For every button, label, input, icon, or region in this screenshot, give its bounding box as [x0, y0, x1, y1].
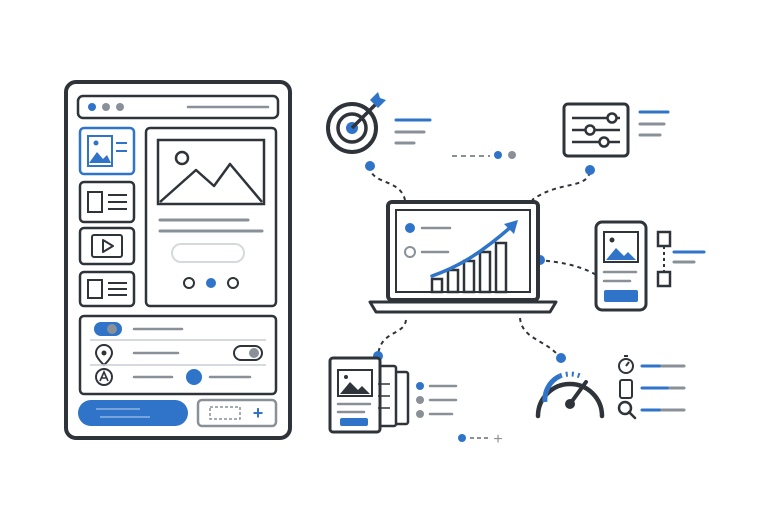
connector-content [377, 319, 407, 357]
sidebar-item-list[interactable] [78, 270, 136, 308]
legend-dot-blue [405, 223, 415, 233]
plus-icon: + [253, 403, 264, 423]
search-icon [617, 400, 637, 420]
mobile-icon [619, 379, 633, 399]
hero-image-placeholder [156, 138, 266, 206]
toggle-switch-on[interactable] [94, 322, 122, 336]
app-mockup: + [64, 80, 292, 440]
plus-icon: + [493, 431, 502, 448]
sidebar-item-image[interactable] [78, 126, 136, 176]
carousel-dot-active[interactable] [206, 278, 216, 288]
primary-button[interactable] [78, 400, 188, 426]
laptop-base [368, 300, 558, 314]
document-stack-icon [328, 356, 410, 434]
chart-bar [446, 268, 460, 294]
chart-bar [494, 241, 508, 294]
settings-panel [78, 314, 278, 396]
play-icon [91, 234, 123, 258]
carousel-dot[interactable] [183, 277, 195, 289]
list-icon [87, 279, 127, 299]
toggle-switch-off[interactable] [233, 345, 263, 361]
connector-node [585, 165, 595, 175]
trend-arrow-head [504, 220, 518, 234]
content-bullet-blue [416, 382, 424, 390]
connectors [369, 165, 599, 359]
laptop [368, 200, 558, 314]
sidebar-item-video[interactable] [78, 226, 136, 266]
speedometer-icon [535, 371, 605, 419]
sun-icon [174, 150, 190, 166]
window-dot-gray-2 [116, 103, 124, 111]
content-pill-button[interactable] [171, 243, 245, 263]
window-dot-gray [102, 103, 110, 111]
legend-dot-outline [404, 246, 416, 258]
content-bullet [416, 410, 424, 418]
secondary-button[interactable]: + [196, 398, 278, 428]
stopwatch-icon [618, 355, 634, 374]
window-dot-blue [88, 103, 96, 111]
image-icon [87, 135, 127, 167]
chart-bar [478, 250, 492, 294]
trend-arrow [430, 224, 514, 278]
mountain-icon [159, 162, 263, 203]
phone-icon [594, 220, 648, 312]
target-icon [326, 92, 386, 154]
chart-bar [430, 277, 444, 294]
browser-bar [76, 94, 280, 120]
connector-mobile [537, 259, 599, 277]
decorative-dashes-bottom: + [458, 431, 503, 448]
bar-chart-icon [430, 220, 518, 294]
content-bullet [416, 396, 424, 404]
flow-connector-icon [656, 230, 706, 288]
connector-node [556, 353, 566, 363]
slider-knob[interactable] [186, 369, 202, 385]
sliders-icon [562, 102, 630, 158]
connector-performance [519, 317, 561, 359]
connector-sliders [531, 171, 591, 201]
decorative-dashes [452, 151, 516, 159]
text-image-icon [87, 191, 127, 213]
connector-node [365, 161, 375, 171]
sidebar-item-text-image[interactable] [78, 180, 136, 224]
font-a-icon [95, 368, 113, 386]
chart-bar [462, 259, 476, 294]
connector-target [369, 165, 406, 201]
carousel-dot[interactable] [227, 277, 239, 289]
